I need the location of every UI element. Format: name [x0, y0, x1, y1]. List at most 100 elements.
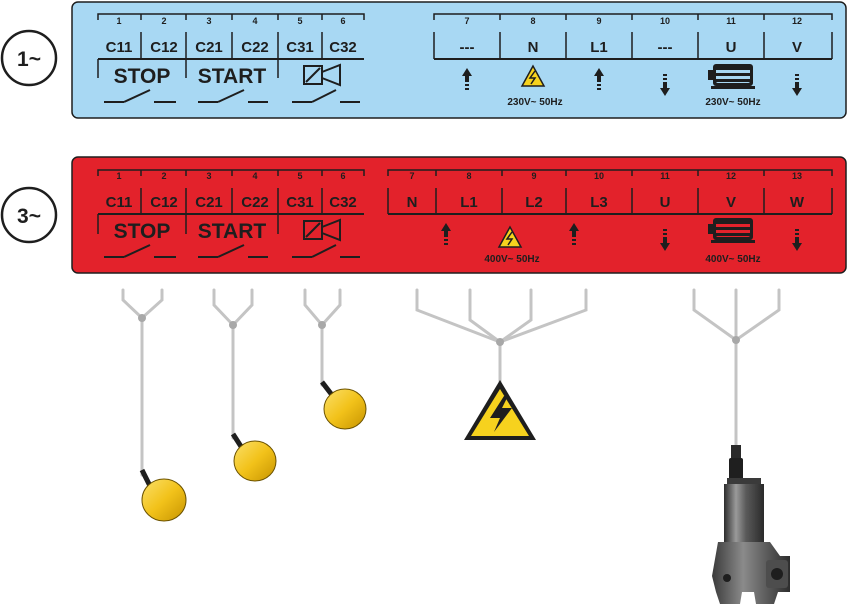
down-arrow-icon	[660, 229, 670, 251]
stop-label: STOP	[114, 220, 171, 243]
float-switch-icon	[320, 380, 367, 430]
three-phase-label: 3~	[17, 205, 41, 228]
up-arrow-icon	[441, 223, 451, 245]
terminal-number: 11	[726, 16, 736, 26]
terminal-number: 4	[252, 171, 257, 181]
relay-coil-icon	[292, 218, 360, 258]
single-phase-control-block	[97, 13, 365, 78]
motor-icon	[708, 64, 755, 89]
single-phase-label: 1~	[17, 48, 41, 71]
three-phase-power-block	[387, 169, 833, 215]
terminal-number: 3	[206, 16, 211, 26]
stop-switch-symbol	[104, 89, 176, 103]
terminal-number: 4	[252, 16, 257, 26]
terminal-number: 6	[340, 16, 345, 26]
terminal-label: C21	[195, 194, 223, 211]
stop-label: STOP	[114, 65, 171, 88]
stop-switch-symbol	[104, 244, 176, 258]
terminal-number: 10	[660, 16, 670, 26]
float-switch-icon	[139, 468, 187, 522]
terminal-label: C12	[150, 194, 178, 211]
terminal-label: L1	[590, 39, 608, 56]
terminal-label: C31	[286, 194, 314, 211]
terminal-label: C11	[106, 194, 133, 211]
float-switch-icon	[230, 432, 277, 482]
terminal-label: C31	[286, 39, 314, 56]
terminal-label: N	[407, 194, 418, 211]
terminal-number: 7	[409, 171, 414, 181]
motor-voltage-note: 400V~ 50Hz	[705, 254, 760, 265]
terminal-label: U	[660, 194, 671, 211]
single-phase-badge: 1~	[0, 29, 58, 87]
terminal-number: 12	[792, 16, 802, 26]
terminal-number: 2	[161, 16, 166, 26]
terminal-number: 1	[116, 16, 121, 26]
motor-wires	[692, 288, 781, 452]
supply-wires	[415, 288, 588, 384]
terminal-label: C21	[195, 39, 223, 56]
terminal-label: W	[790, 194, 805, 211]
start-switch-symbol	[198, 89, 268, 103]
terminal-number: 6	[340, 171, 345, 181]
down-arrow-icon	[792, 229, 802, 251]
up-arrow-icon	[594, 68, 604, 90]
terminal-label: C11	[106, 39, 133, 56]
terminal-number: 3	[206, 171, 211, 181]
terminal-label: L2	[525, 194, 543, 211]
single-phase-terminals: 1 2 3 4 5 6 7 8 9 10 11 12 C11 C12 C21 C…	[106, 16, 802, 56]
down-arrow-icon	[792, 74, 802, 96]
start-label: START	[198, 220, 267, 243]
terminal-label: ---	[460, 39, 475, 56]
float-switch-wires	[121, 288, 342, 477]
terminal-label: L1	[460, 194, 478, 211]
terminal-label: C22	[241, 194, 269, 211]
terminal-label: V	[726, 194, 736, 211]
up-arrow-icon	[462, 68, 472, 90]
terminal-label: L3	[590, 194, 608, 211]
three-phase-badge: 3~	[0, 186, 58, 244]
terminal-number: 12	[726, 171, 736, 181]
phase-badge-icon	[0, 29, 58, 87]
terminal-number: 13	[792, 171, 802, 181]
motor-voltage-note: 230V~ 50Hz	[705, 97, 760, 108]
down-arrow-icon	[660, 74, 670, 96]
terminal-label: N	[528, 39, 539, 56]
hazard-warning-icon	[520, 64, 546, 87]
terminal-number: 10	[594, 171, 604, 181]
terminal-label: ---	[658, 39, 673, 56]
terminal-label: C32	[329, 39, 357, 56]
terminal-label: C22	[241, 39, 269, 56]
submersible-pump-icon	[712, 445, 790, 604]
motor-icon	[708, 218, 755, 243]
terminal-number: 7	[464, 16, 469, 26]
relay-coil-icon	[292, 63, 360, 103]
terminal-number: 8	[466, 171, 471, 181]
up-arrow-icon	[569, 223, 579, 245]
single-phase-panel: 1 2 3 4 5 6 7 8 9 10 11 12 C11 C12 C21 C…	[71, 1, 847, 119]
hazard-warning-icon	[464, 380, 536, 440]
terminal-number: 1	[116, 171, 121, 181]
wire-junctions	[138, 314, 740, 346]
three-phase-panel: 1 2 3 4 5 6 7 8 9 10 11 12 13 C11 C12 C2…	[71, 156, 847, 274]
terminal-label: C12	[150, 39, 178, 56]
three-phase-terminals: 1 2 3 4 5 6 7 8 9 10 11 12 13 C11 C12 C2…	[106, 171, 805, 211]
terminal-number: 5	[297, 171, 302, 181]
start-switch-symbol	[198, 244, 268, 258]
three-phase-control-block	[97, 169, 365, 234]
hazard-warning-icon	[497, 225, 523, 248]
terminal-number: 11	[660, 171, 670, 181]
terminal-label: U	[726, 39, 737, 56]
supply-voltage-note: 230V~ 50Hz	[507, 97, 562, 108]
phase-badge-icon	[0, 186, 58, 244]
terminal-number: 5	[297, 16, 302, 26]
terminal-label: C32	[329, 194, 357, 211]
terminal-number: 2	[161, 171, 166, 181]
start-label: START	[198, 65, 267, 88]
supply-voltage-note: 400V~ 50Hz	[484, 254, 539, 265]
terminal-label: V	[792, 39, 802, 56]
terminal-number: 9	[531, 171, 536, 181]
terminal-number: 8	[530, 16, 535, 26]
terminal-number: 9	[596, 16, 601, 26]
single-phase-power-block	[433, 13, 833, 60]
